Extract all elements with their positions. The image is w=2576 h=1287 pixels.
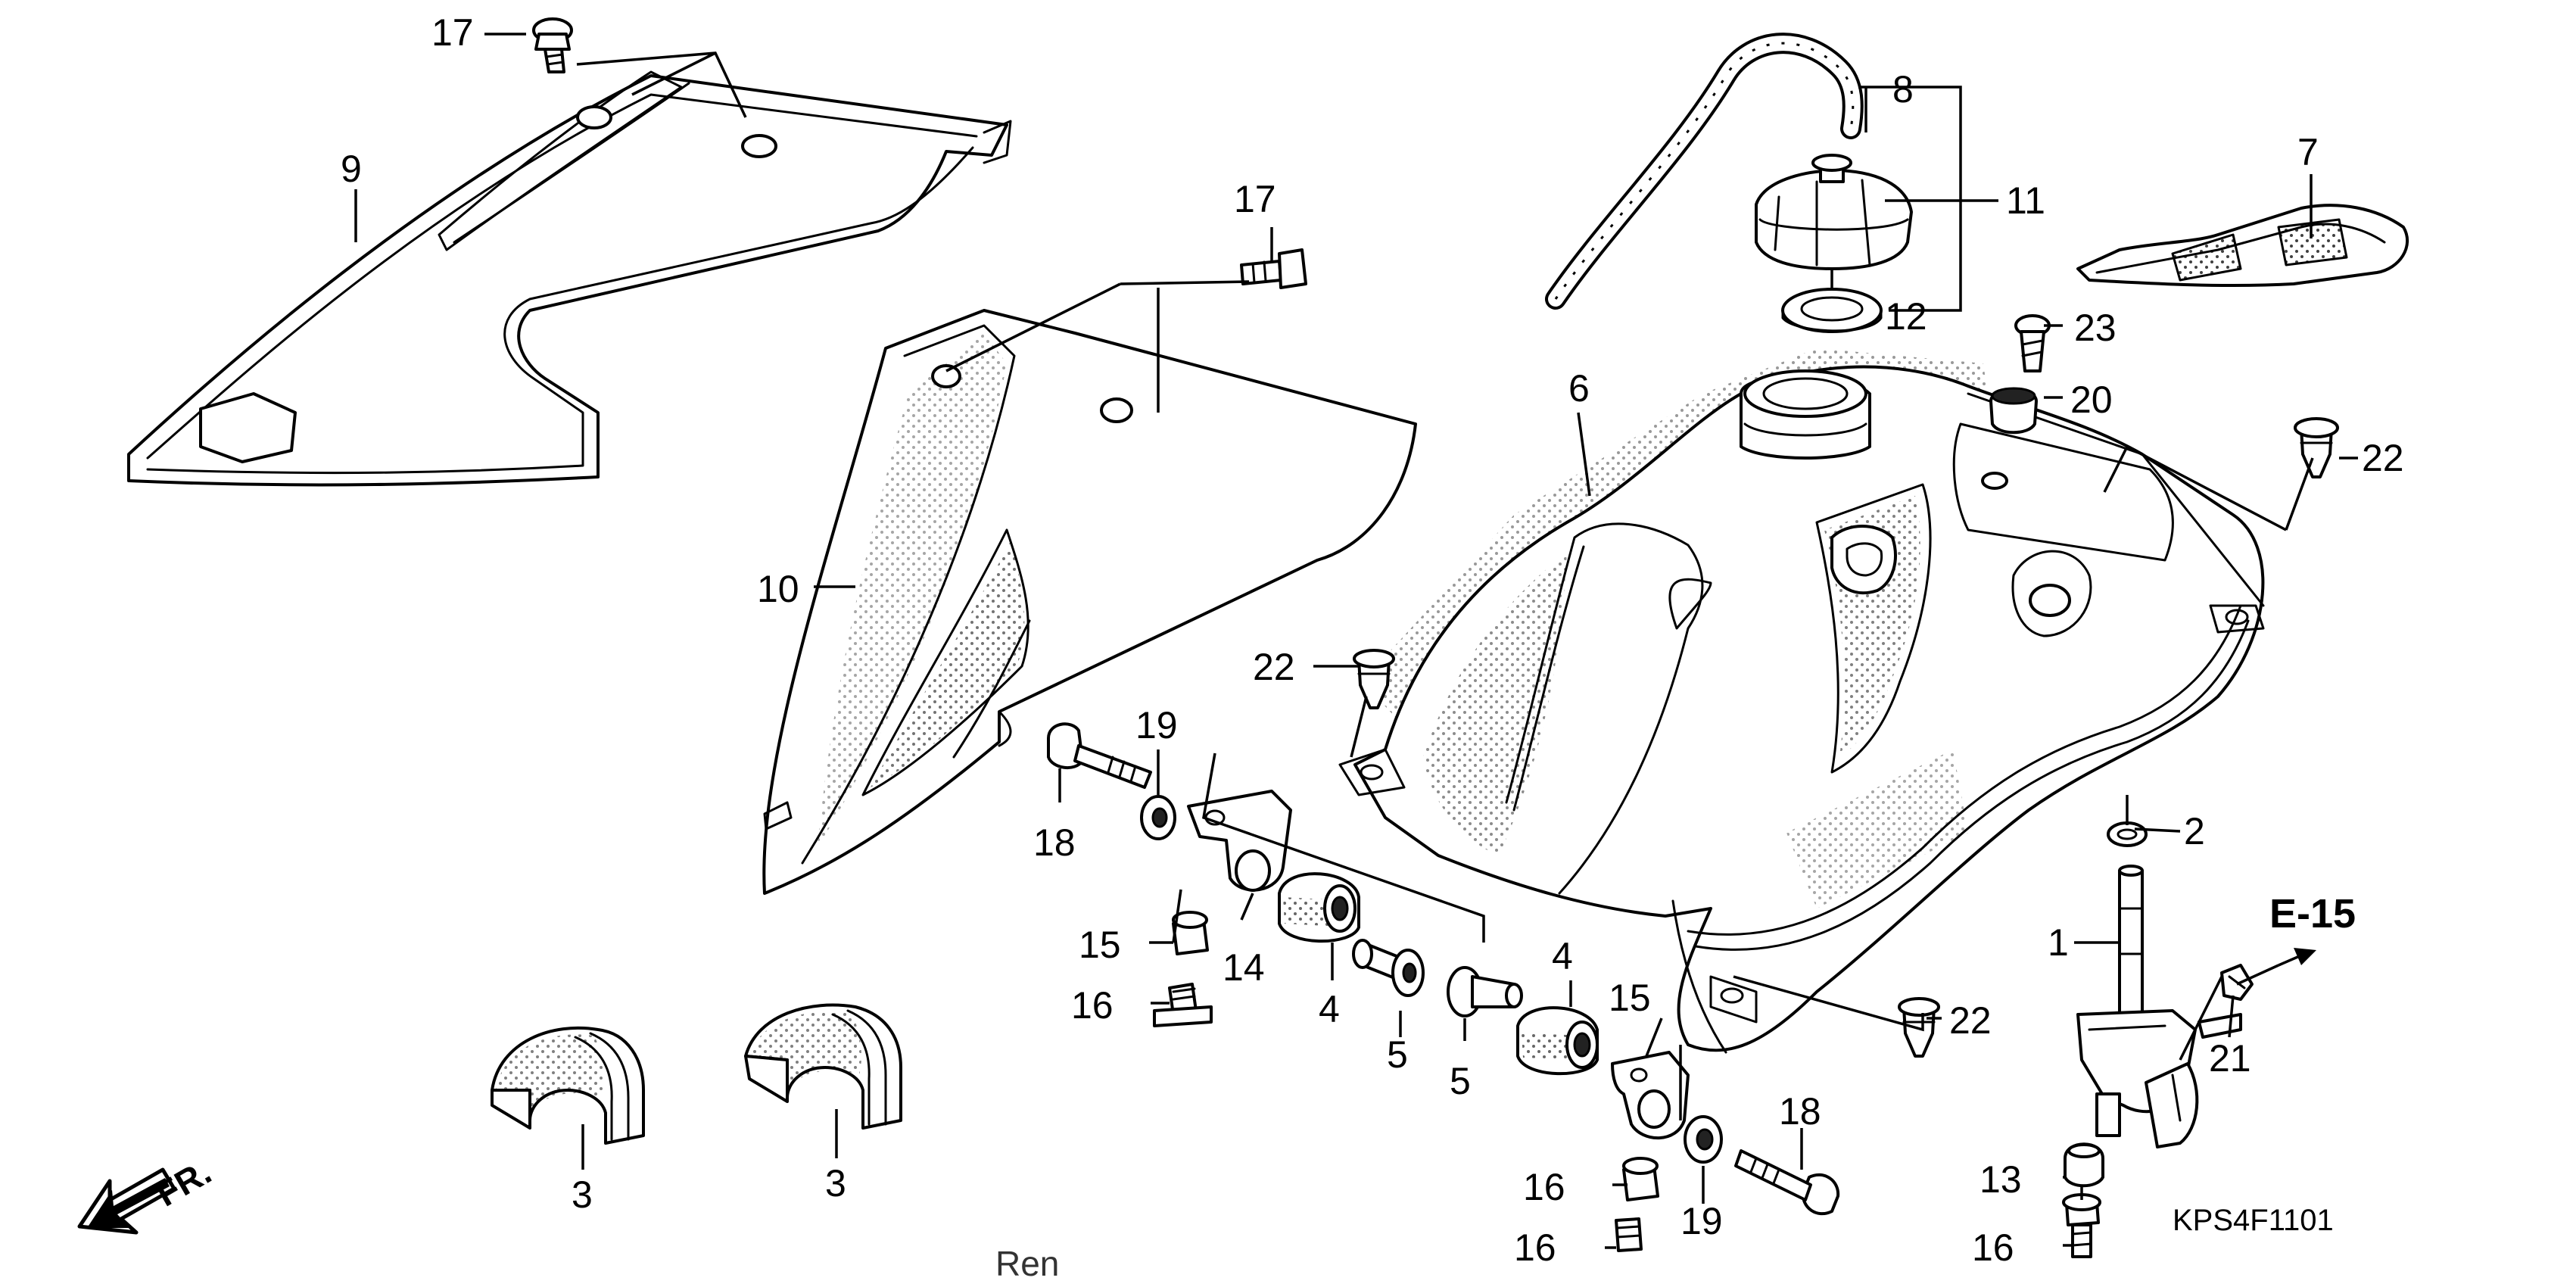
fuel-tank-part — [1338, 348, 2265, 1054]
tank-strap-part — [2076, 204, 2409, 288]
label-17a: 17 — [431, 11, 474, 54]
clip-22-upper-part — [2294, 417, 2339, 478]
label-22c: 22 — [1949, 999, 1992, 1042]
label-14a: 14 — [1223, 946, 1265, 989]
bolt-18-left-part — [1047, 722, 1152, 789]
bolt-16-left-part — [1153, 983, 1213, 1027]
label-5b: 5 — [1450, 1060, 1471, 1102]
cushion-4-left-part — [1278, 872, 1360, 943]
bolt-17-mid-part — [1240, 248, 1307, 289]
clip-22-left-part — [1353, 649, 1395, 709]
leader-lines — [354, 33, 2358, 1249]
bolt-18-right-part — [1734, 1149, 1840, 1216]
clip-21-part — [2220, 964, 2254, 1001]
cushion-3-left-part — [491, 1026, 645, 1145]
bolt-16-right-part — [2062, 1193, 2101, 1258]
shroud-side-part — [762, 309, 1417, 895]
label-15a: 15 — [1079, 924, 1121, 966]
label-4a: 4 — [1319, 988, 1340, 1030]
washer-19-right-part — [1684, 1115, 1723, 1164]
label-14b: 15 — [1609, 977, 1651, 1019]
grommet-20-part — [1989, 387, 2038, 435]
label-1: 1 — [2048, 921, 2069, 964]
label-6: 6 — [1568, 367, 1590, 410]
reference-label: E-15 — [2269, 891, 2356, 936]
shroud-upper-part — [127, 70, 1012, 487]
bolt-17-upper-part — [532, 17, 573, 73]
label-7: 7 — [2297, 131, 2319, 173]
diagram-code: KPS4F1101 — [2173, 1204, 2334, 1237]
nut-15-right-part — [1622, 1157, 1659, 1201]
label-18b: 18 — [1779, 1090, 1821, 1133]
washer-19-left-part — [1140, 795, 1176, 840]
label-22b: 22 — [1253, 646, 1295, 688]
label-18a: 18 — [1033, 821, 1076, 864]
label-21: 21 — [2209, 1037, 2251, 1080]
label-11: 11 — [2006, 179, 2045, 222]
label-8: 8 — [1892, 68, 1914, 111]
nut-15-left-part — [1172, 911, 1209, 955]
watermark-text: Ren — [995, 1244, 1059, 1283]
label-16c: 16 — [1972, 1226, 2014, 1269]
front-arrow — [77, 1167, 176, 1235]
label-9: 9 — [341, 148, 362, 190]
label-10: 10 — [757, 568, 799, 610]
front-marker-label: FR. — [149, 1151, 217, 1214]
label-19b: 19 — [1680, 1200, 1723, 1242]
label-16b: 16 — [1514, 1226, 1556, 1269]
label-5a: 5 — [1387, 1033, 1408, 1076]
screw-23-part — [2014, 314, 2051, 372]
label-12: 12 — [1885, 295, 1927, 338]
fuel-cock-part — [2076, 865, 2242, 1148]
label-19a: 19 — [1135, 704, 1178, 746]
label-13: 13 — [1980, 1158, 2022, 1201]
cushion-4-right-part — [1516, 1006, 1599, 1076]
label-4b: 4 — [1552, 935, 1573, 977]
label-20: 20 — [2070, 379, 2113, 421]
label-2: 2 — [2184, 810, 2205, 852]
cushion-3-right-part — [744, 1003, 902, 1130]
breather-tube-part — [1545, 33, 1864, 310]
bracket-14-right-part — [1611, 1051, 1690, 1140]
label-15b: 16 — [1523, 1166, 1565, 1208]
part-labels: 17 9 17 10 8 11 12 7 23 20 22 6 22 19 18… — [149, 11, 2403, 1283]
label-22a: 22 — [2362, 437, 2404, 479]
fuel-cap-part — [1755, 154, 1913, 270]
label-3b: 3 — [825, 1162, 846, 1204]
bolt-16-mid-part — [1615, 1217, 1643, 1252]
nut-13-part — [2064, 1142, 2104, 1188]
cap-gasket-part — [1781, 288, 1883, 333]
collar-5-right-part — [1447, 966, 1523, 1017]
label-23: 23 — [2074, 307, 2117, 349]
o-ring-2-part — [2107, 821, 2148, 847]
bracket-14-left-part — [1187, 790, 1292, 892]
collar-5-left-part — [1352, 939, 1425, 997]
label-16a: 16 — [1071, 984, 1114, 1027]
label-3a: 3 — [572, 1173, 593, 1216]
label-17b: 17 — [1234, 178, 1276, 220]
